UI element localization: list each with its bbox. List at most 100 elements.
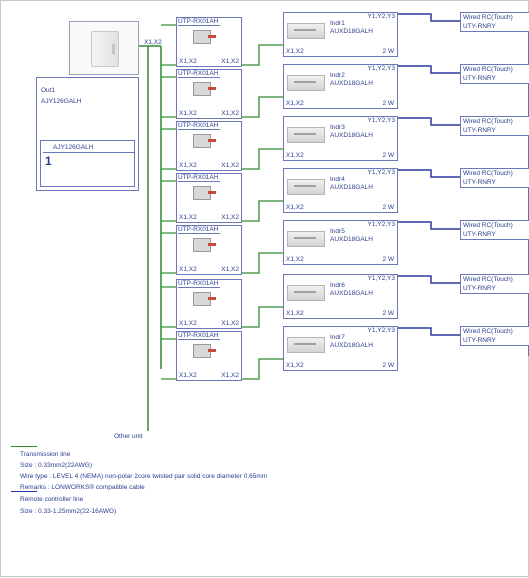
transmission-line [242, 200, 283, 222]
indoor-unit-label: Indr4 [330, 176, 345, 183]
indoor-unit-icon [287, 179, 325, 195]
rx-unit[interactable]: UTP-RX01AH X1,X2 X1,X2 [176, 173, 242, 223]
indoor-rc-terminal: Y1,Y2,Y3 [367, 275, 395, 282]
indoor-unit-model: AUXD18GALH [330, 80, 373, 87]
outdoor-terminal-label: X1,X2 [144, 39, 162, 46]
legend-transmission-wire-type: Wire type : LEVEL 4 (NEMA) non-polar 2co… [20, 473, 268, 480]
rc-name: Wired RC(Touch) [463, 328, 513, 335]
indoor-unit-model: AUXD18GALH [330, 184, 373, 191]
legend-remote-swatch [11, 491, 37, 492]
remote-controller-line [398, 13, 460, 22]
rx-model: UTP-RX01AH [178, 280, 221, 288]
indoor-terminal: X1,X2 [286, 100, 304, 107]
rx-device-icon [193, 134, 216, 148]
remote-controller-line [398, 117, 460, 126]
remote-controller-line [398, 65, 460, 74]
rx-right-terminal: X1,X2 [221, 110, 239, 117]
rc-name: Wired RC(Touch) [463, 170, 513, 177]
rx-model: UTP-RX01AH [178, 18, 221, 26]
remote-controller[interactable]: Wired RC(Touch) UTY-RNRY [460, 326, 529, 346]
rc-model: UTY-RNRY [463, 337, 496, 344]
indoor-unit-model: AUXD18GALH [330, 290, 373, 297]
rc-name: Wired RC(Touch) [463, 66, 513, 73]
indoor-terminal: X1,X2 [286, 362, 304, 369]
rx-device-icon [193, 186, 216, 200]
rc-model: UTY-RNRY [463, 23, 496, 30]
rx-right-terminal: X1,X2 [221, 58, 239, 65]
outdoor-inner-box: AJY126GALH 1 [40, 140, 135, 187]
legend-remote-size: Size : 0.33-1.25mm2(22-16AWG) [20, 508, 117, 515]
indoor-unit-icon [287, 75, 325, 91]
indoor-note: 2 W [382, 48, 394, 55]
rx-unit[interactable]: UTP-RX01AH X1,X2 X1,X2 [176, 17, 242, 67]
transmission-line [242, 358, 283, 380]
legend-remote-title: Remote controller line [20, 496, 84, 503]
remote-controller[interactable]: Wired RC(Touch)UTY-RNRY [460, 274, 529, 294]
other-unit-label: Other unit [114, 433, 143, 440]
indoor-note: 2 W [382, 152, 394, 159]
legend-transmission-size: Size : 0.33mm2(22AWG) [20, 462, 93, 469]
rx-right-terminal: X1,X2 [221, 266, 239, 273]
remote-controller[interactable]: Wired RC(Touch)UTY-RNRY [460, 116, 529, 136]
outdoor-inner-count: 1 [45, 154, 52, 168]
rx-left-terminal: X1,X2 [179, 110, 197, 117]
rx-left-terminal: X1,X2 [179, 162, 197, 169]
rx-model: UTP-RX01AH [178, 226, 221, 234]
indoor-rc-terminal: Y1,Y2,Y3 [367, 13, 395, 20]
indoor-unit-model: AUXD18GALH [330, 342, 373, 349]
remote-controller[interactable]: Wired RC(Touch) UTY-RNRY [460, 168, 529, 188]
indoor-unit-model: AUXD18GALH [330, 132, 373, 139]
rx-model: UTP-RX01AH [178, 174, 221, 182]
transmission-line [242, 44, 283, 66]
rc-name: Wired RC(Touch) [463, 222, 513, 229]
rx-left-terminal: X1,X2 [179, 214, 197, 221]
indoor-unit-icon [287, 127, 325, 143]
outdoor-unit-image[interactable] [69, 21, 139, 75]
indoor-terminal: X1,X2 [286, 48, 304, 55]
indoor-unit-model: AUXD18GALH [330, 28, 373, 35]
outdoor-unit-icon [91, 31, 119, 67]
outdoor-unit-model: AJY126GALH [41, 98, 82, 105]
indoor-terminal: X1,X2 [286, 256, 304, 263]
indoor-note: 2 W [382, 256, 394, 263]
rx-right-terminal: X1,X2 [221, 162, 239, 169]
rx-device-icon [193, 292, 216, 306]
transmission-line [242, 306, 283, 328]
remote-controller[interactable]: Wired RC(Touch)UTY-RNRY [460, 12, 529, 32]
rx-model: UTP-RX01AH [178, 70, 221, 78]
remote-controller-line [398, 275, 460, 284]
indoor-note: 2 W [382, 310, 394, 317]
outdoor-unit-panel[interactable]: Out1 AJY126GALH AJY126GALH 1 [36, 77, 139, 191]
rx-right-terminal: X1,X2 [221, 320, 239, 327]
transmission-line [242, 252, 283, 274]
rx-device-icon [193, 238, 216, 252]
rc-model: UTY-RNRY [463, 179, 496, 186]
rx-left-terminal: X1,X2 [179, 58, 197, 65]
rx-unit[interactable]: UTP-RX01AH X1,X2 X1,X2 [176, 69, 242, 119]
remote-controller[interactable]: Wired RC(Touch) UTY-RNRY [460, 64, 529, 84]
outdoor-inner-model: AJY126GALH [53, 144, 94, 151]
rc-model: UTY-RNRY [463, 75, 496, 82]
indoor-unit-label: Indr1 [330, 20, 345, 27]
indoor-rc-terminal: Y1,Y2,Y3 [367, 65, 395, 72]
indoor-unit-label: Indr5 [330, 228, 345, 235]
rc-model: UTY-RNRY [463, 285, 496, 292]
rx-model: UTP-RX01AH [178, 332, 221, 340]
rc-name: Wired RC(Touch) [463, 118, 513, 125]
remote-controller[interactable]: Wired RC(Touch)UTY-RNRY [460, 220, 529, 240]
rx-right-terminal: X1,X2 [221, 214, 239, 221]
rx-left-terminal: X1,X2 [179, 372, 197, 379]
